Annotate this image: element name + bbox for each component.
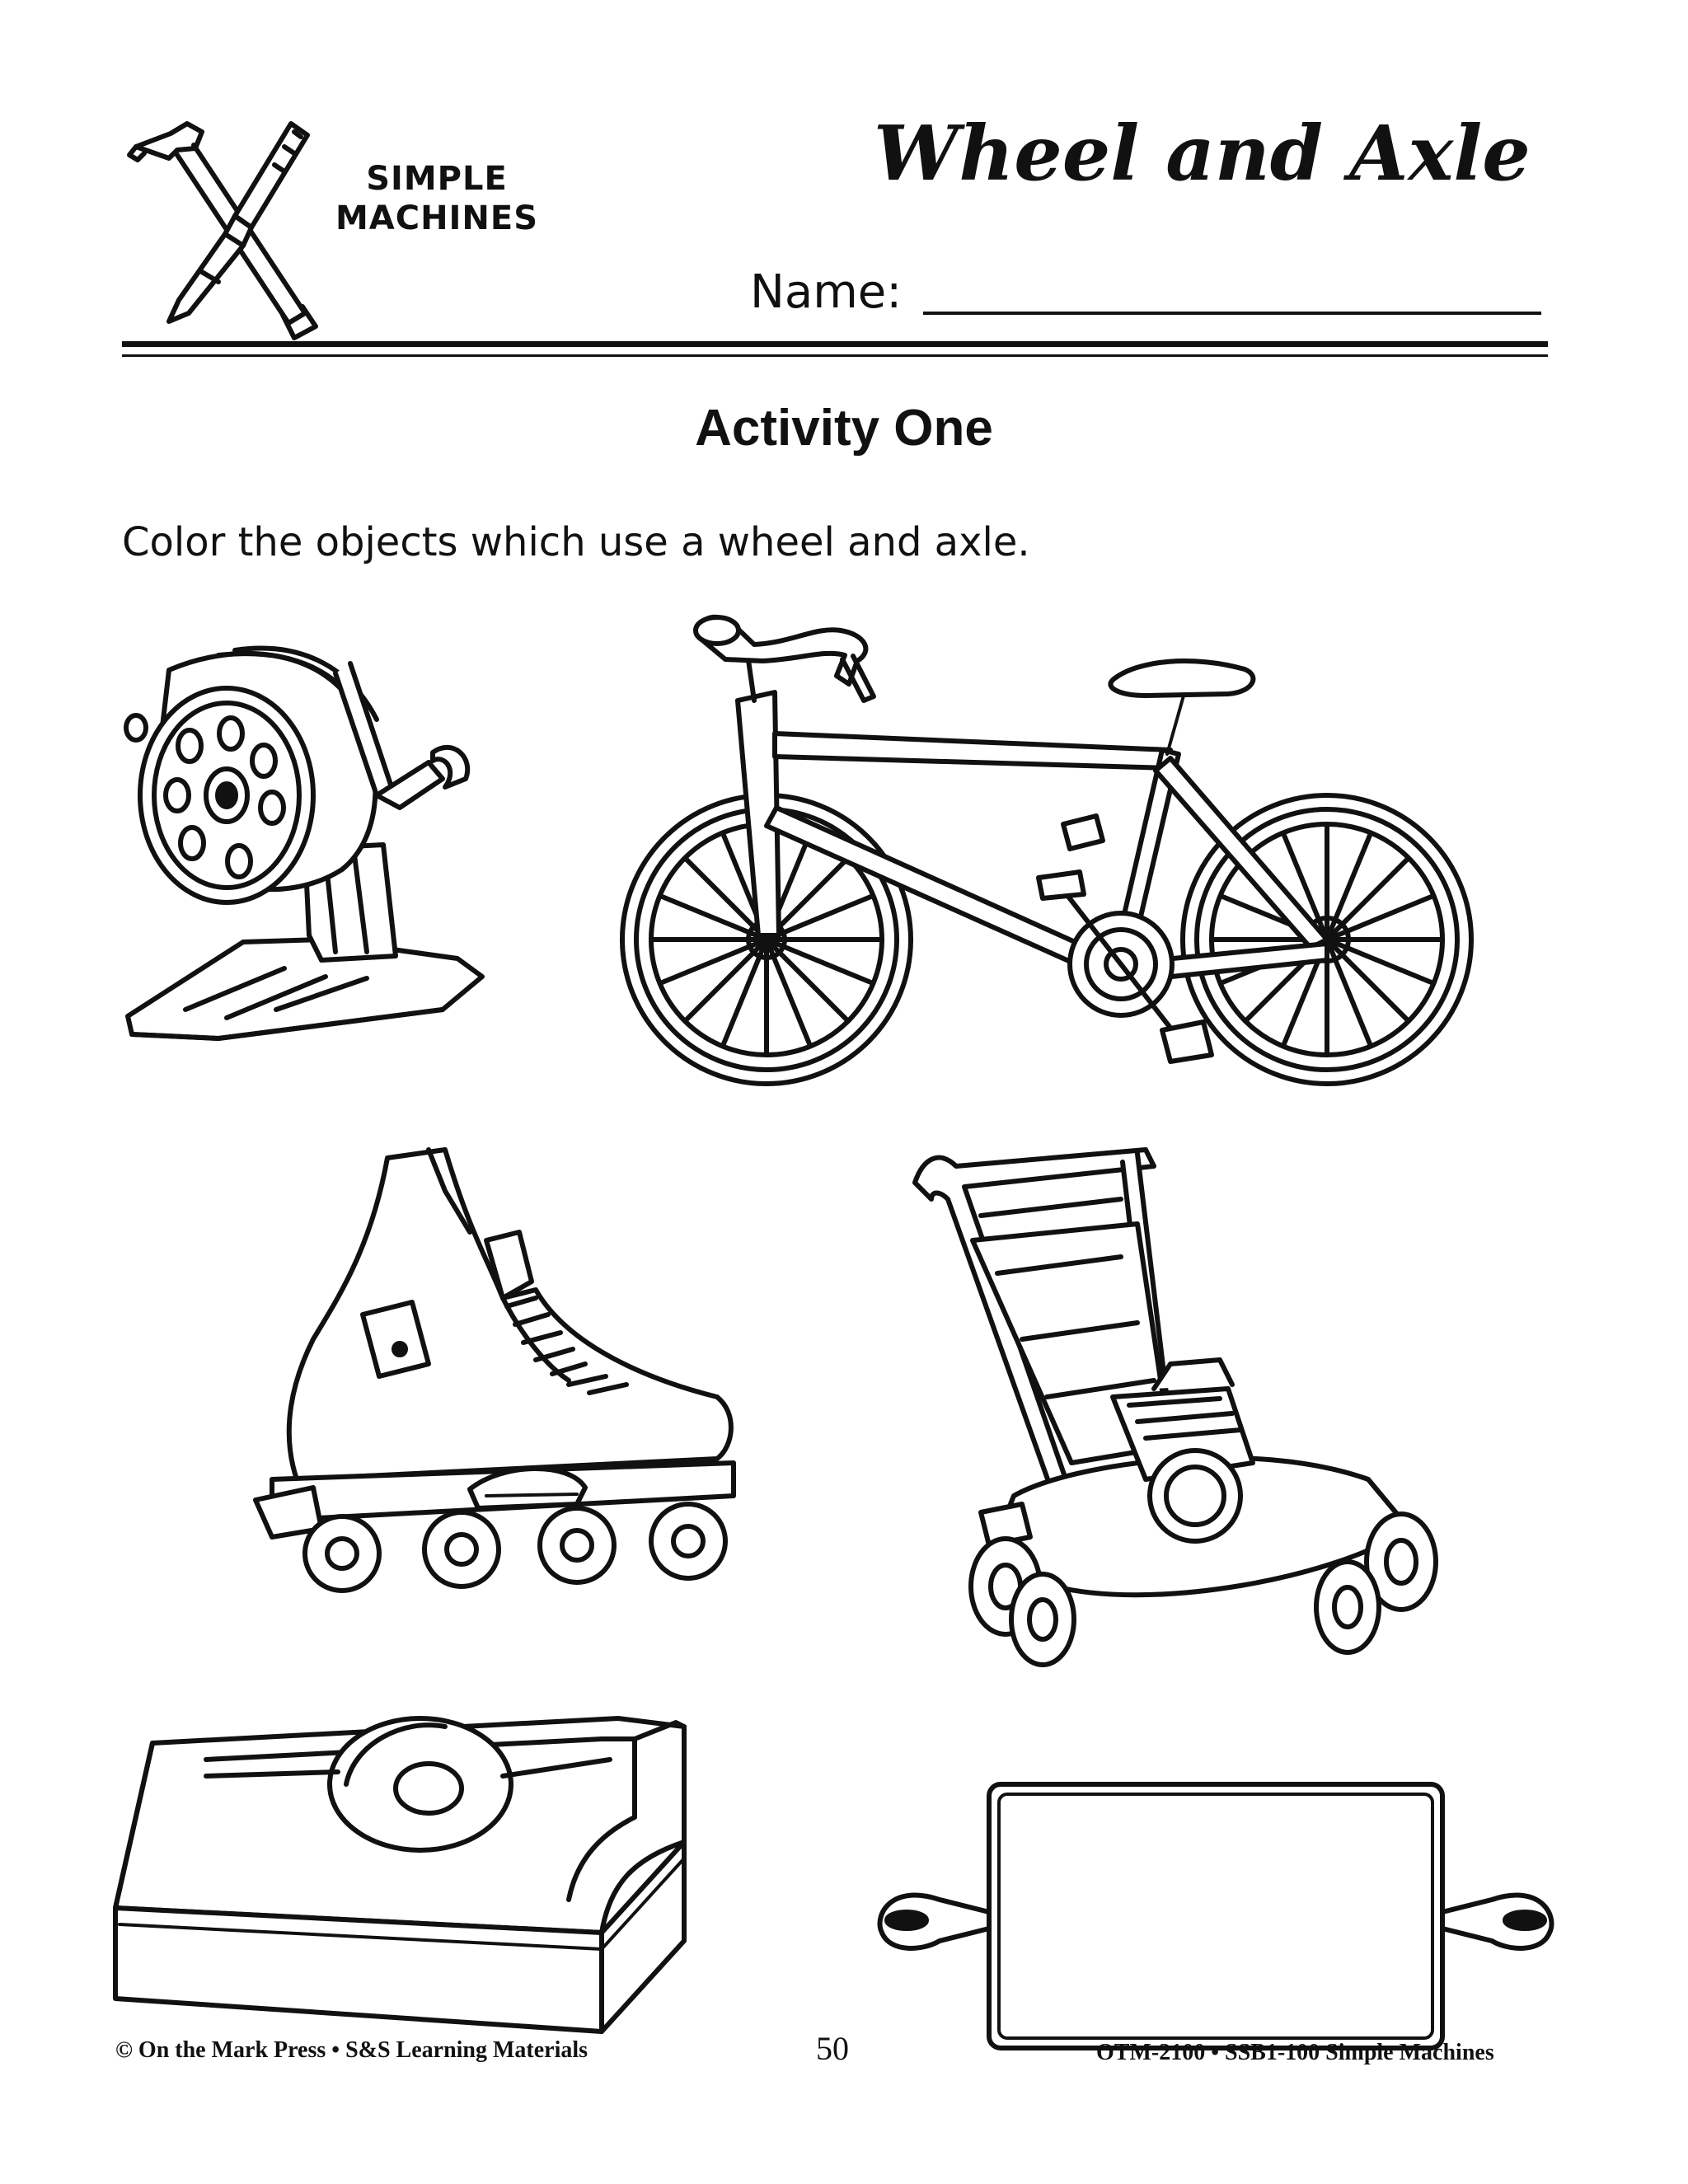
bicycle-icon[interactable] — [602, 610, 1492, 1086]
page-title: Wheel and Axle — [874, 109, 1531, 198]
series-label-line2: MACHINES — [335, 199, 539, 237]
name-field[interactable] — [923, 285, 1541, 315]
activity-heading: Activity One — [695, 400, 993, 457]
rolling-pin-icon[interactable] — [874, 1776, 1558, 2056]
header-rule-thick — [122, 341, 1548, 347]
header-rule-thin — [122, 354, 1548, 357]
series-label-line1: SIMPLE — [366, 160, 508, 198]
tape-dispenser-icon[interactable] — [107, 1694, 717, 2040]
page-number: 50 — [816, 2030, 849, 2067]
footer-product-code: OTM-2100 • SSB1-100 Simple Machines — [1096, 2040, 1494, 2065]
series-label: SIMPLE MACHINES — [313, 159, 560, 238]
pencil-sharpener-icon[interactable] — [120, 622, 515, 1051]
header: SIMPLE MACHINES Wheel and Axle Name: — [0, 0, 1688, 379]
hammer-chisel-logo-icon — [127, 121, 318, 340]
instruction-text: Color the objects which use a wheel and … — [122, 519, 1030, 565]
footer-publisher: © On the Mark Press • S&S Learning Mater… — [115, 2037, 588, 2063]
inline-skate-icon[interactable] — [223, 1133, 758, 1595]
name-label: Name: — [750, 265, 903, 319]
lawn-mower-icon[interactable] — [907, 1147, 1451, 1677]
